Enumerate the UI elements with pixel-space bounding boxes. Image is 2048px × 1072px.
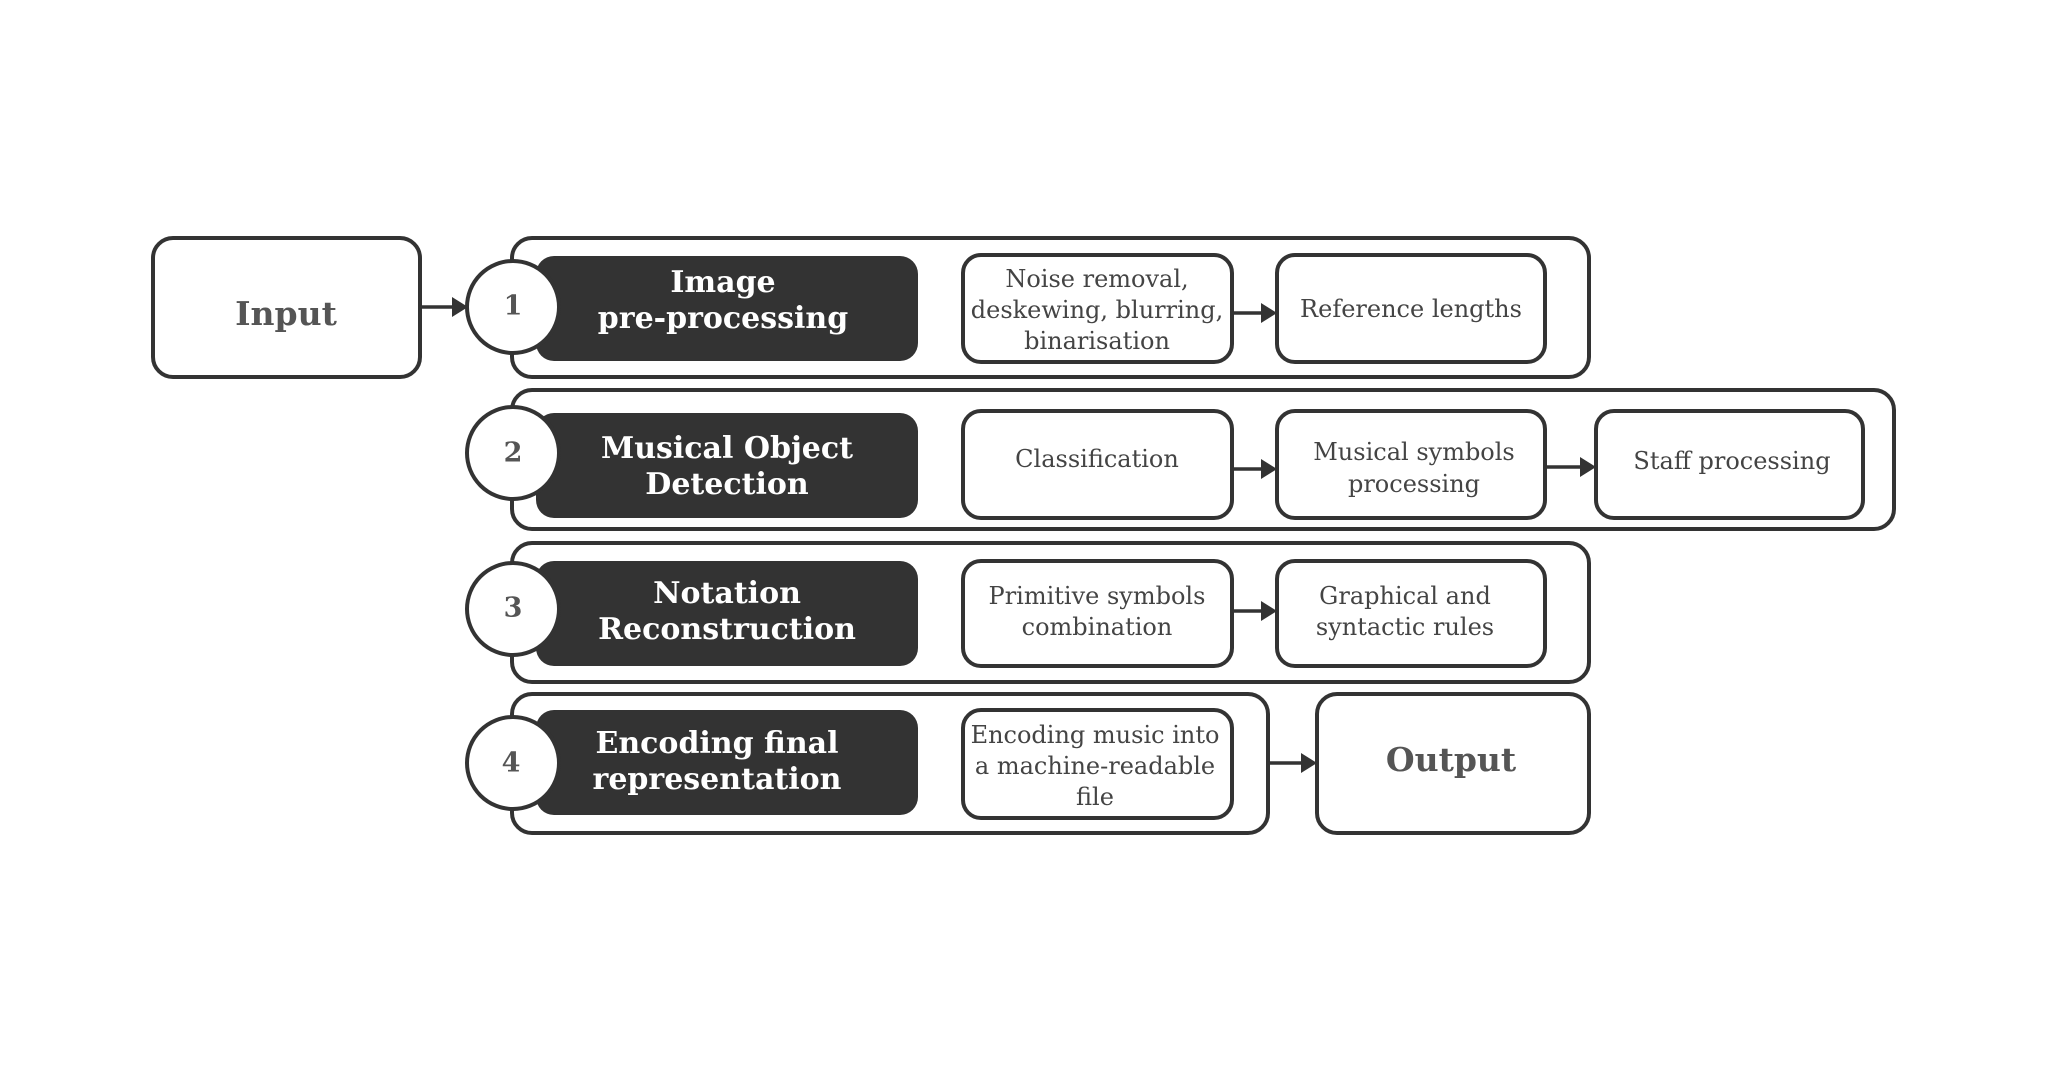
stage-3-step-2-line-2: syntactic rules [1316, 613, 1494, 641]
stage-1-step-2-line-1: Reference lengths [1300, 295, 1522, 323]
stage-4-number: 4 [502, 748, 521, 779]
stage-2-title-block [536, 413, 918, 518]
stage-4-title-block [536, 710, 918, 815]
stage-1-step-1-line-1: Noise removal, [1005, 265, 1188, 293]
stage-3-arrow-1-head [1261, 601, 1277, 621]
stage-1-number-circle [465, 259, 561, 355]
stage-4-row: Encoding final representation 4 Encoding… [465, 692, 1270, 835]
stage-4-number-circle [465, 715, 561, 811]
stage-4-step-1-line-1: Encoding music into [971, 721, 1220, 749]
arrow-input-to-stage-1 [420, 297, 468, 317]
stage-2-step-2-line-1: Musical symbols [1313, 438, 1515, 466]
stage-4-step-1-box [961, 708, 1234, 820]
stage-2-step-3-line-1: Staff processing [1633, 447, 1830, 475]
stage-2-step-2-line-2: processing [1348, 470, 1480, 498]
stage-3-step-1-box [961, 559, 1234, 668]
stage-1-number: 1 [504, 291, 523, 322]
stage-4-step-1-line-3: file [1076, 783, 1114, 811]
output-node: Output [1315, 692, 1591, 835]
stage-3-step-2-box [1275, 559, 1547, 668]
stage-3-step-1-line-2: combination [1022, 613, 1173, 641]
arrow-stage-4-to-output [1268, 753, 1317, 773]
stage-2-title-line-1: Musical Object [601, 431, 853, 466]
stage-4-title-line-1: Encoding final [595, 726, 838, 761]
stage-1-step-1-line-2: deskewing, blurring, [971, 296, 1224, 324]
stage-1-row: Image pre-processing 1 Noise removal, de… [465, 236, 1591, 379]
stage-3-title-line-2: Reconstruction [598, 612, 856, 647]
input-node: Input [151, 236, 422, 379]
stage-2-arrow-1-head [1261, 459, 1277, 479]
stage-3-step-2-line-1: Graphical and [1319, 582, 1491, 610]
stage-3-title-line-1: Notation [653, 576, 801, 611]
stage-2-step-3-box [1594, 409, 1865, 520]
stage-3-title-block [536, 561, 918, 666]
stage-2-step-1-box [961, 409, 1234, 520]
stage-3-row: Notation Reconstruction 3 Primitive symb… [465, 541, 1591, 684]
stage-4-step-1-line-2: a machine-readable [975, 752, 1215, 780]
output-label: Output [1386, 740, 1517, 779]
stage-3-step-1-line-1: Primitive symbols [989, 582, 1206, 610]
stage-3-number-circle [465, 561, 561, 657]
stage-2-row: Musical Object Detection 2 Classificatio… [465, 388, 1896, 531]
stage-2-arrow-2-head [1580, 457, 1596, 477]
stage-4-title-line-2: representation [593, 762, 842, 797]
stage-1-arrow-1-head [1261, 303, 1277, 323]
stage-2-step-1-line-1: Classification [1015, 445, 1179, 473]
input-label: Input [235, 294, 337, 333]
stage-1-title-line-1: Image [670, 265, 775, 300]
stage-3-number: 3 [504, 593, 523, 624]
stage-2-number-circle [465, 405, 561, 501]
stage-1-step-1-line-3: binarisation [1024, 327, 1170, 355]
stage-2-title-line-2: Detection [645, 467, 809, 502]
stage-2-step-2-box [1275, 409, 1547, 520]
stage-1-title-block [536, 256, 918, 361]
stage-1-title-line-2: pre-processing [598, 301, 848, 336]
stage-2-number: 2 [504, 438, 523, 469]
stage-1-step-2-box [1275, 253, 1547, 364]
stage-1-step-1-box [961, 253, 1234, 364]
